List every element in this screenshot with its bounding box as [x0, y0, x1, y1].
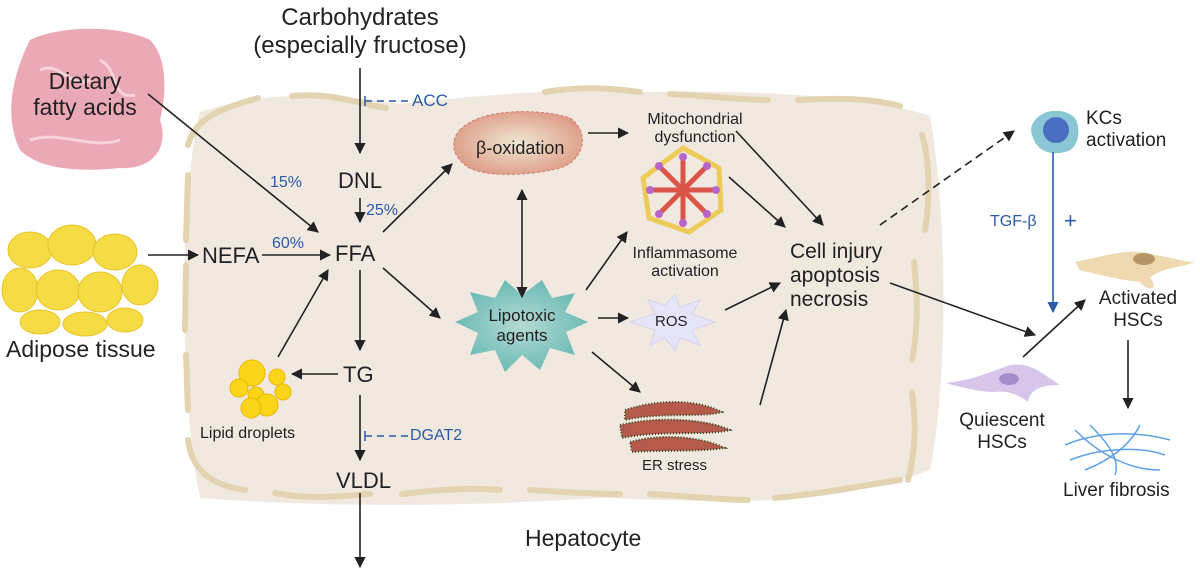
- dgat2-label: DGAT2: [410, 427, 463, 444]
- activated-subtext: HSCs: [1113, 309, 1163, 331]
- adipose-image: [1, 224, 159, 337]
- dnl-label: DNL: [338, 168, 383, 193]
- inflammasome-label: Inflammasome activation: [620, 245, 750, 282]
- arrow-ffa-lipotoxic: [382, 267, 441, 319]
- apoptosis-text: apoptosis: [790, 264, 880, 288]
- quiescent-text: Quiescent: [959, 410, 1045, 431]
- carbohydrates-subtext: (especially fructose): [253, 31, 467, 59]
- activated-hsc-label: Activated HSCs: [1088, 288, 1188, 332]
- carbohydrates-text: Carbohydrates: [281, 4, 439, 31]
- mito-subtext: dysfunction: [654, 129, 736, 147]
- er-image: [618, 400, 733, 454]
- arrow-ffa-betaox: [382, 163, 453, 233]
- inflam-text: Inflammasome: [632, 245, 738, 262]
- pct-60-label: 60%: [272, 235, 305, 252]
- adipose-label: Adipose tissue: [6, 336, 156, 362]
- pct-15-label: 15%: [270, 174, 303, 191]
- lipotoxic-text: Lipotoxic: [488, 306, 556, 325]
- inflammasome-image: [640, 145, 724, 235]
- arrow-dietary-ffa: [147, 93, 319, 233]
- ffa-label: FFA: [335, 241, 376, 266]
- tg-label: TG: [343, 362, 374, 387]
- arrow-lipotoxic-er: [591, 351, 641, 393]
- er-stress-label: ER stress: [642, 457, 708, 474]
- ros-label: ROS: [655, 313, 688, 330]
- intestine-image: [11, 28, 165, 170]
- liver-fibrosis-image: [1064, 424, 1171, 476]
- activated-hsc-image: [1075, 251, 1195, 289]
- kcs-text: KCs: [1086, 108, 1122, 129]
- tgf-beta-label: TGF-β: [990, 213, 1037, 230]
- liver-fibrosis-label: Liver fibrosis: [1063, 480, 1170, 501]
- lipid-droplets-image: [229, 359, 292, 419]
- hepatocyte-label: Hepatocyte: [525, 525, 642, 551]
- lipid-droplets-label: Lipid droplets: [200, 425, 296, 442]
- lipotoxic-label: Lipotoxic agents: [470, 306, 574, 345]
- vldl-label: VLDL: [336, 468, 392, 493]
- acc-label: ACC: [412, 91, 448, 110]
- arrow-injury-kc: [879, 130, 1015, 226]
- cell-injury-text: Cell injury: [790, 240, 883, 263]
- arrow-inflam-injury: [728, 176, 786, 228]
- activated-text: Activated: [1098, 288, 1178, 309]
- arrow-ros-injury: [724, 282, 782, 311]
- quiescent-hsc-image: [945, 364, 1060, 402]
- ros-shape: [628, 294, 717, 351]
- dietary-subtext: fatty acids: [33, 94, 137, 121]
- arrow-quiescent-activated: [1022, 299, 1086, 358]
- kcs-subtext: activation: [1086, 129, 1167, 151]
- beta-oxidation-label: β-oxidation: [476, 138, 565, 158]
- carbohydrates-label: Carbohydrates (especially fructose): [244, 4, 476, 59]
- plus-label: +: [1064, 208, 1077, 233]
- arrow-lipotoxic-inflam: [585, 231, 628, 291]
- mito-dysfunction-label: Mitochondrial dysfunction: [630, 111, 760, 148]
- pct-25-label: 25%: [366, 202, 399, 219]
- necrosis-text: necrosis: [790, 288, 869, 312]
- membrane: [182, 85, 932, 503]
- kcs-activation-label: KCs activation: [1086, 108, 1166, 152]
- arrow-mito-injury: [735, 130, 824, 226]
- dietary-label: Dietary fatty acids: [20, 68, 150, 121]
- nefa-label: NEFA: [202, 243, 260, 268]
- lipotoxic-agents-shape: [455, 280, 588, 372]
- quiescent-hsc-label: Quiescent HSCs: [952, 410, 1052, 454]
- quiescent-subtext: HSCs: [977, 431, 1027, 453]
- arrow-injury-hsc: [889, 282, 1037, 337]
- arrow-droplets-ffa: [277, 269, 329, 358]
- cell-injury-label: Cell injury apoptosis necrosis: [790, 240, 900, 312]
- inflam-subtext: activation: [651, 263, 719, 281]
- dietary-text: Dietary: [48, 68, 122, 94]
- kc-image: [1031, 110, 1079, 154]
- mito-text: Mitochondrial: [647, 111, 743, 128]
- arrow-er-injury: [759, 308, 789, 406]
- lipotoxic-subtext: agents: [496, 325, 548, 345]
- mitochondria-image: [453, 111, 583, 175]
